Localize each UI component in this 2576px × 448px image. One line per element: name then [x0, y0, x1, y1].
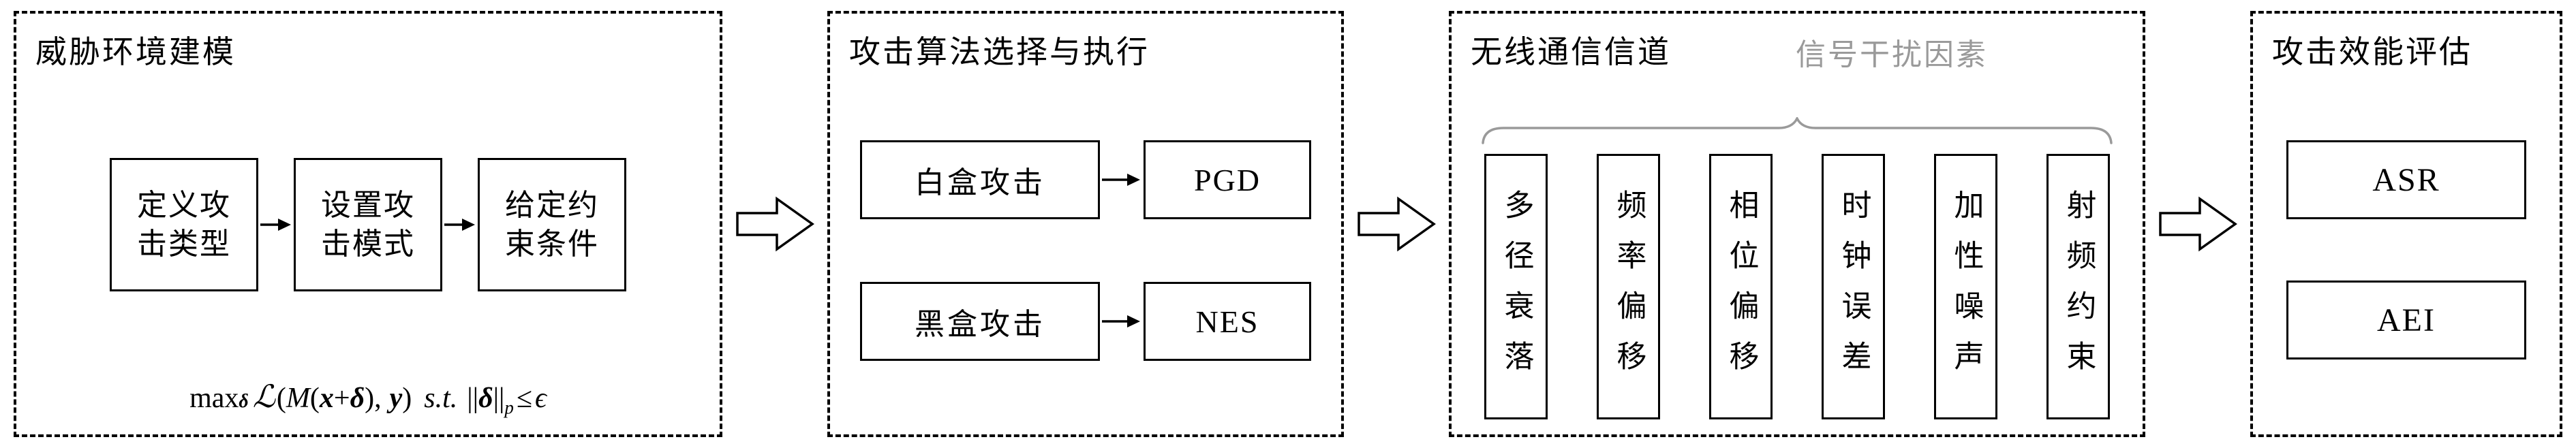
attack-rows-area: 白盒攻击 PGD 黑盒攻击 NES [830, 72, 1341, 434]
arrow-right-icon [1102, 315, 1140, 327]
factor-rf-constraint: 射频约束 [2046, 154, 2110, 419]
formula-token: ( [276, 382, 286, 414]
stage-arrow-icon [735, 196, 814, 252]
interference-factors-label: 信号干扰因素 [1796, 38, 1988, 71]
factor-label: 加性噪声 [1949, 189, 1983, 391]
step-line: 设置攻 [321, 189, 415, 223]
step-given-constraints: 给定约 束条件 [478, 158, 626, 292]
nes-box: NES [1144, 282, 1311, 361]
whitebox-attack-box: 白盒攻击 [860, 140, 1100, 219]
panel-evaluation: 攻击效能评估 ASR AEI [2250, 11, 2562, 437]
pgd-box: PGD [1144, 140, 1311, 219]
formula-token: , [374, 382, 382, 414]
formula-delta-symbol: δ [350, 382, 365, 414]
formula-norm-delta: δ [478, 382, 493, 414]
formula-subject-to: s.t. [424, 382, 458, 414]
panel-threat-modeling: 威胁环境建模 定义攻 击类型 设置攻 击模式 [14, 11, 722, 437]
overbrace-wrap [1452, 117, 2143, 144]
factor-label: 频率偏移 [1612, 189, 1646, 391]
asr-label: ASR [2372, 161, 2440, 198]
blackbox-attack-label: 黑盒攻击 [915, 308, 1045, 341]
formula-token: || [467, 382, 479, 414]
formula-leq: ≤ [516, 382, 532, 414]
factor-frequency-offset: 频率偏移 [1597, 154, 1660, 419]
factor-label: 射频约束 [2061, 189, 2096, 391]
formula-token: + [333, 382, 350, 414]
pgd-label: PGD [1193, 162, 1261, 197]
formula-model-symbol: M [286, 382, 310, 414]
arrow-right-icon [260, 219, 291, 231]
metrics-area: ASR AEI [2253, 72, 2560, 434]
step-line: 定义攻 [137, 189, 231, 223]
aei-metric-box: AEI [2286, 281, 2526, 359]
threat-steps-area: 定义攻 击类型 设置攻 击模式 给定约 束条件 [16, 72, 720, 378]
step-line: 击模式 [321, 227, 415, 261]
formula-epsilon: ϵ [534, 382, 547, 414]
channel-factors-row: 多径衰落 频率偏移 相位偏移 时钟误差 加性噪声 射频约束 [1452, 154, 2143, 419]
formula-loss-symbol: ℒ [252, 379, 275, 414]
formula-x-symbol: x [319, 382, 334, 414]
step-set-attack-mode: 设置攻 击模式 [294, 158, 442, 292]
stage-arrow-zone [1355, 11, 1437, 437]
factor-clock-error: 时钟误差 [1822, 154, 1885, 419]
formula-norm-subscript: p [504, 397, 514, 417]
blackbox-attack-box: 黑盒攻击 [860, 282, 1100, 361]
panel-wireless-channel: 无线通信信道 信号干扰因素 多径衰落 频率偏移 相位偏移 时钟误差 加性噪声 [1449, 11, 2145, 437]
asr-metric-box: ASR [2286, 140, 2526, 219]
factor-additive-noise: 加性噪声 [1934, 154, 1997, 419]
overbrace-icon [1482, 117, 2113, 144]
factor-label: 相位偏移 [1724, 189, 1758, 391]
formula-max-operator: maxδ [189, 382, 249, 414]
attack-row-whitebox: 白盒攻击 PGD [830, 140, 1341, 219]
step-line: 束条件 [505, 227, 599, 261]
attack-row-blackbox: 黑盒攻击 NES [830, 282, 1341, 361]
formula-token: || [493, 382, 505, 414]
formula-token: ) [402, 382, 412, 414]
formula-token: ) [365, 382, 375, 414]
factor-label: 时钟误差 [1837, 189, 1871, 391]
step-line: 击类型 [137, 227, 231, 261]
panel-channel-title: 无线通信信道 [1471, 35, 1671, 69]
panel-evaluation-title: 攻击效能评估 [2272, 35, 2472, 69]
step-define-attack-type: 定义攻 击类型 [110, 158, 258, 292]
panel-attack-algorithm: 攻击算法选择与执行 白盒攻击 PGD 黑盒攻击 [827, 11, 1344, 437]
threat-steps-row: 定义攻 击类型 设置攻 击模式 给定约 束条件 [110, 158, 626, 292]
formula-token: ( [309, 382, 320, 414]
panel-threat-title: 威胁环境建模 [35, 35, 236, 69]
aei-label: AEI [2377, 302, 2436, 338]
stage-arrow-icon [1357, 196, 1436, 252]
factor-label: 多径衰落 [1499, 189, 1533, 391]
step-line: 给定约 [505, 189, 599, 223]
factor-phase-offset: 相位偏移 [1709, 154, 1773, 419]
factor-multipath-fading: 多径衰落 [1484, 154, 1548, 419]
arrow-right-icon [444, 219, 475, 231]
formula-y-symbol: y [389, 382, 403, 414]
stage-arrow-icon [2158, 196, 2237, 252]
stage-arrow-zone [2157, 11, 2239, 437]
nes-label: NES [1195, 304, 1259, 339]
panel-attack-title: 攻击算法选择与执行 [849, 35, 1150, 69]
whitebox-attack-label: 白盒攻击 [915, 166, 1045, 199]
arrow-right-icon [1102, 174, 1140, 186]
stage-arrow-zone [734, 11, 816, 437]
